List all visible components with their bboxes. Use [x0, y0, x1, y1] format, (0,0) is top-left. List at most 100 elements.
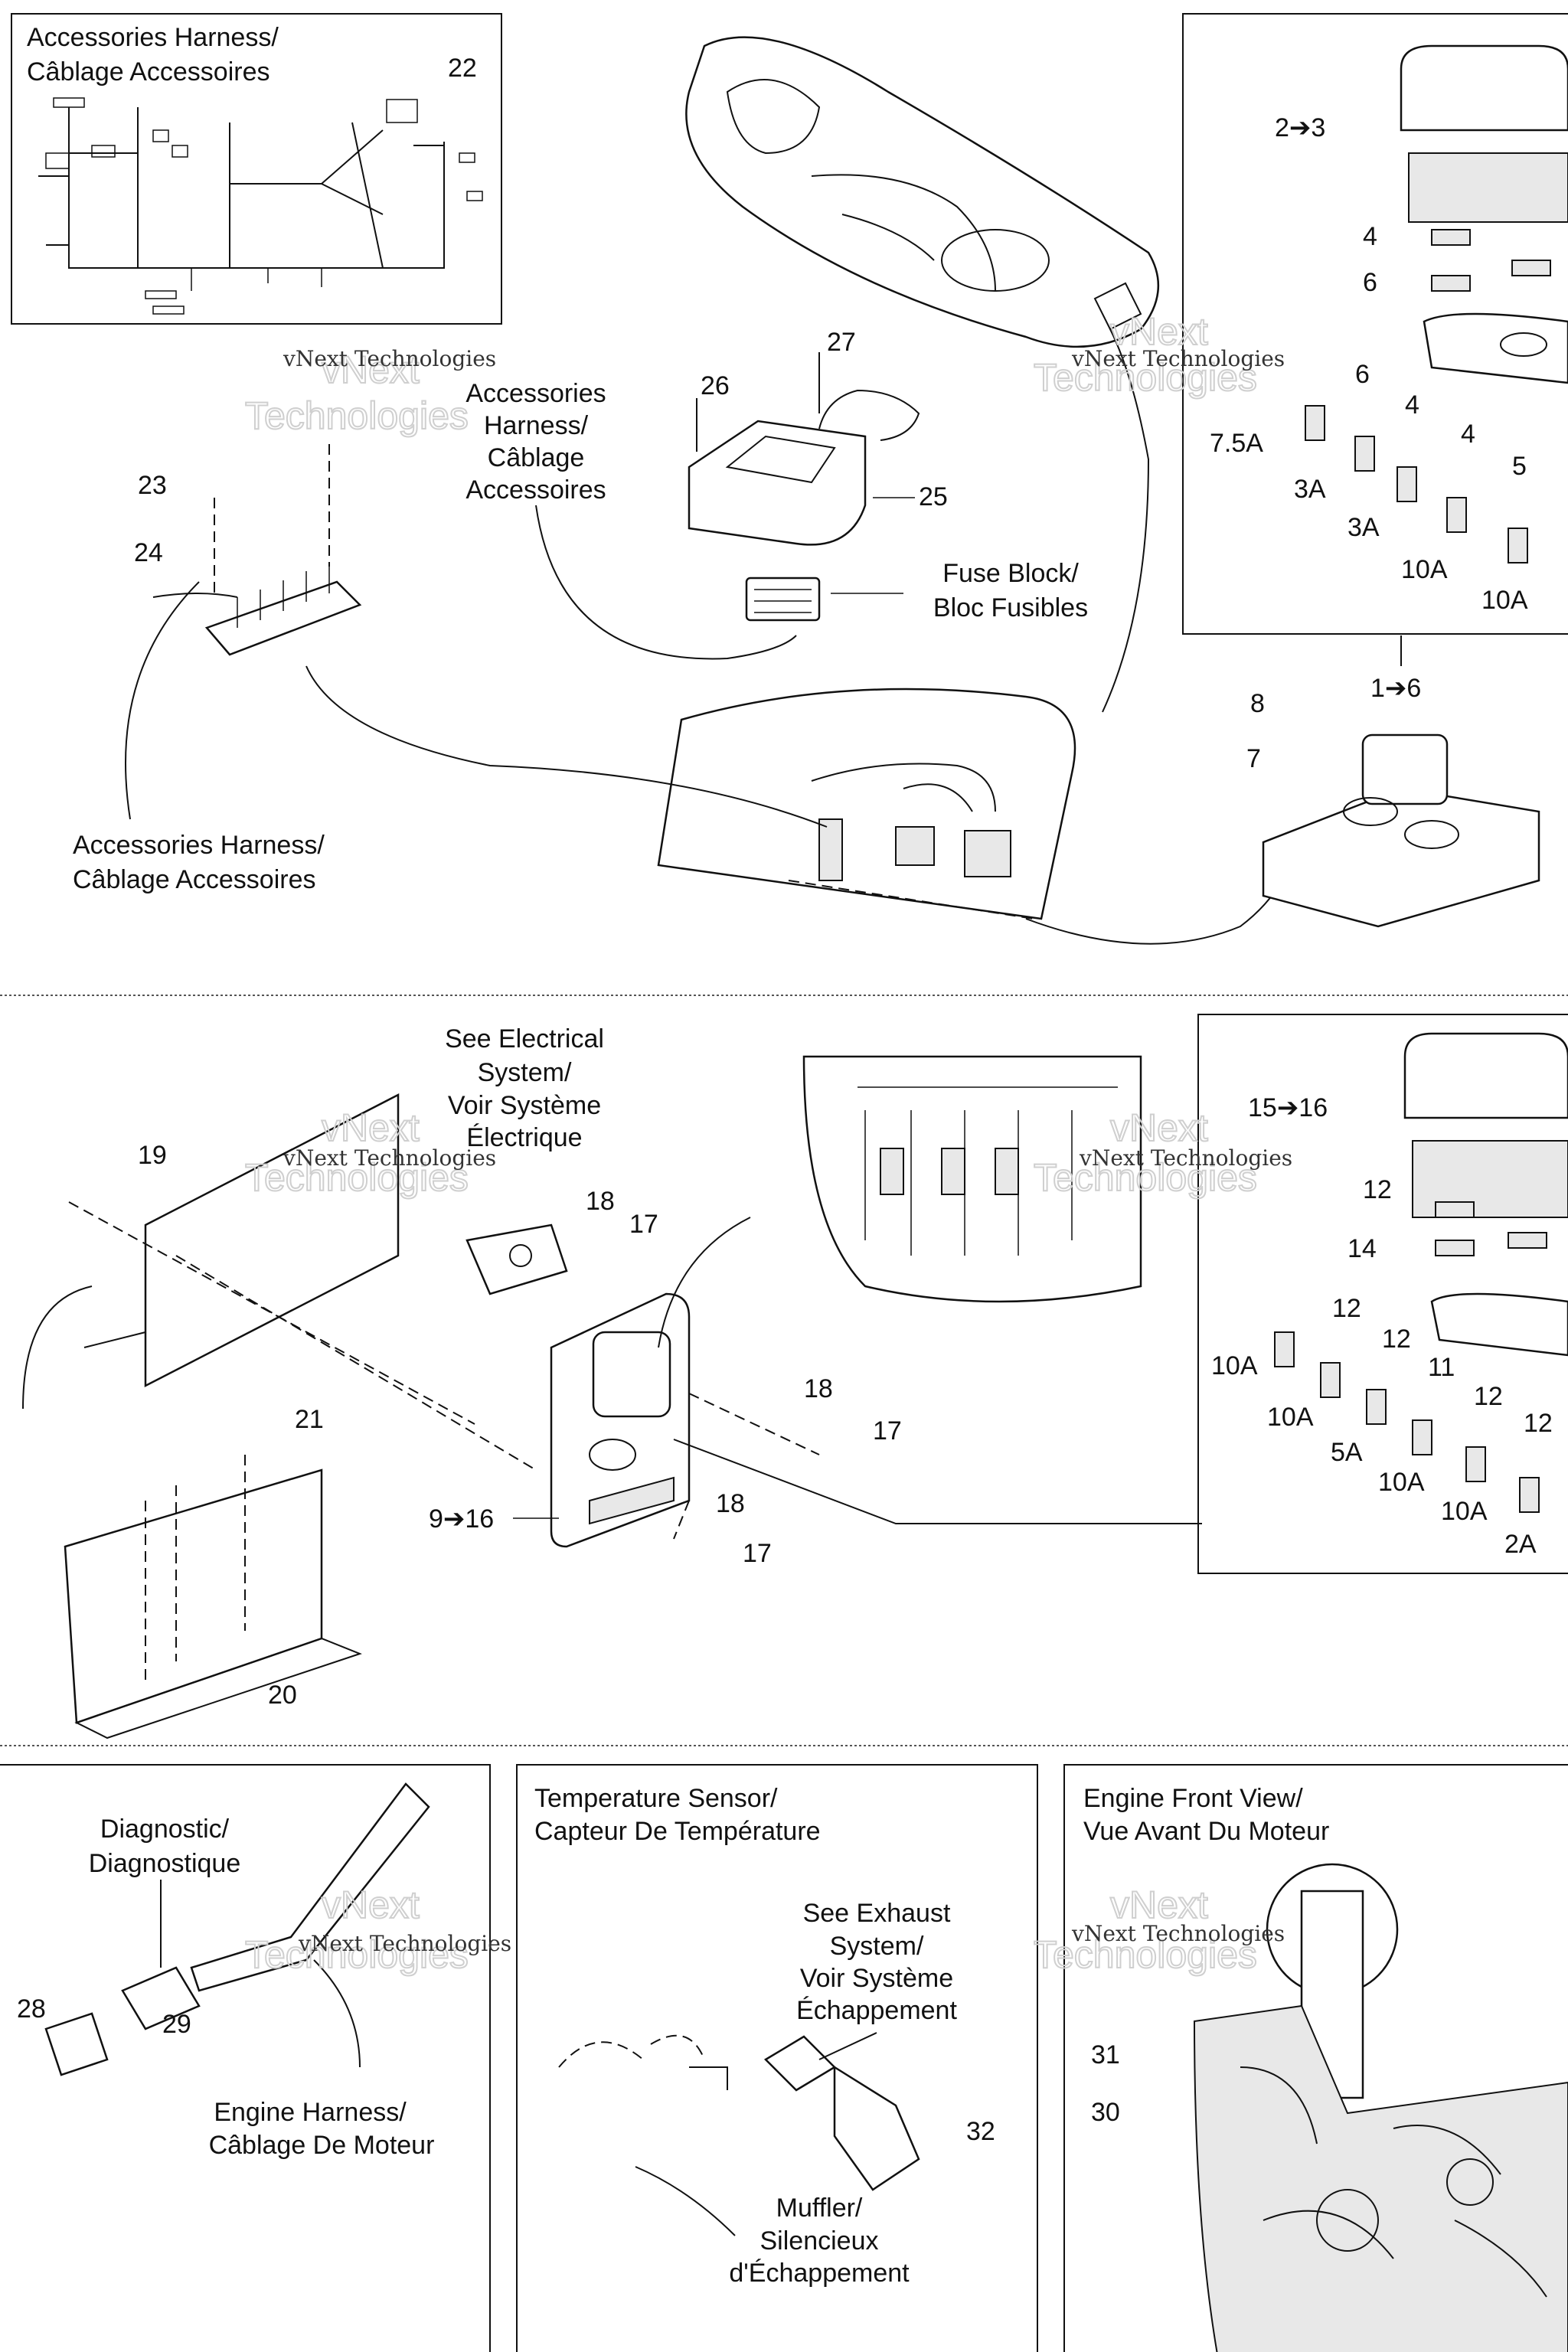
muffler-label-2: Silencieux — [760, 2226, 879, 2256]
callout-17b: 17 — [873, 1416, 902, 1446]
engine-front-box — [1063, 1764, 1568, 2352]
amp-b-2a: 2A — [1504, 1530, 1537, 1559]
exhaust-label-4: Échappement — [796, 1996, 957, 2025]
fuse-cover-drawing-1 — [1400, 44, 1568, 384]
exhaust-label-2: System/ — [830, 1932, 924, 1961]
amp-b-10a-4: 10A — [1441, 1497, 1488, 1526]
callout-14: 14 — [1348, 1234, 1377, 1263]
electrical-label-4: Électrique — [466, 1123, 582, 1152]
diagnostic-connector-drawing — [44, 1782, 430, 2076]
acc-harness-mid-label-3: Câblage — [488, 443, 585, 472]
svg-text:Technologies: Technologies — [245, 394, 469, 437]
callout-15-16: 15➔16 — [1248, 1093, 1328, 1122]
watermark-3: vNext Technologies vNext Technologies — [244, 1106, 496, 1200]
fuse-block-label-2: Bloc Fusibles — [933, 593, 1088, 622]
svg-text:Technologies: Technologies — [1034, 356, 1257, 399]
svg-text:vNext: vNext — [322, 1883, 420, 1926]
callout-28: 28 — [17, 1994, 46, 2024]
engine-harness-label-2: Câblage De Moteur — [209, 2131, 435, 2160]
engine-drawing — [1193, 1863, 1568, 2352]
svg-text:vNext Technologies: vNext Technologies — [1079, 1145, 1292, 1171]
electrical-label-1: See Electrical — [445, 1024, 604, 1054]
svg-text:vNext Technologies: vNext Technologies — [298, 1931, 511, 1956]
fuse-cover-drawing-2 — [1274, 1032, 1568, 1513]
callout-17c: 17 — [743, 1539, 772, 1568]
callout-11: 11 — [1428, 1353, 1455, 1382]
svg-text:vNext: vNext — [1110, 310, 1208, 353]
callout-32: 32 — [966, 2117, 995, 2146]
diagnostic-box — [0, 1764, 491, 2352]
svg-text:vNext: vNext — [1110, 1883, 1208, 1926]
callout-24: 24 — [134, 538, 163, 567]
hull-cutaway-drawing — [802, 1055, 1142, 1303]
svg-text:vNext Technologies: vNext Technologies — [283, 346, 496, 371]
callout-19: 19 — [138, 1141, 167, 1170]
callout-12c: 12 — [1382, 1325, 1411, 1354]
callout-23: 23 — [138, 471, 167, 500]
fuse-list-box-2 — [1197, 1014, 1568, 1574]
callout-30: 30 — [1091, 2098, 1120, 2127]
terminal-strip-drawing — [152, 444, 362, 656]
callout-20: 20 — [268, 1681, 297, 1710]
amp-3a-2: 3A — [1348, 513, 1380, 542]
callout-12a: 12 — [1363, 1175, 1392, 1204]
callout-5: 5 — [1512, 452, 1527, 481]
callout-17a: 17 — [629, 1210, 658, 1239]
callout-2-3: 2➔3 — [1275, 113, 1325, 142]
svg-text:Technologies: Technologies — [245, 1156, 469, 1199]
temp-sensor-box — [516, 1764, 1038, 2352]
amp-7-5a: 7.5A — [1210, 429, 1263, 458]
callout-4a: 4 — [1363, 222, 1377, 251]
hood-drawing — [685, 36, 1160, 348]
callout-9-16: 9➔16 — [429, 1504, 494, 1534]
callout-6b: 6 — [1355, 360, 1370, 389]
amp-10a-2: 10A — [1481, 586, 1528, 615]
callout-8: 8 — [1250, 689, 1265, 718]
watermark-6: vNext Technologies vNext Technologies — [1033, 1883, 1285, 1977]
callout-7: 7 — [1246, 744, 1261, 773]
fuse-box-drawing — [688, 352, 920, 622]
harness-drawing — [38, 97, 483, 315]
temp-sensor-label-2: Capteur De Température — [534, 1817, 821, 1846]
callout-12e: 12 — [1524, 1409, 1553, 1438]
acc-harness-mid-label-2: Harness/ — [484, 411, 589, 440]
temp-sensor-label-1: Temperature Sensor/ — [534, 1784, 778, 1813]
acc-harness-box-label-2: Câblage Accessoires — [27, 57, 270, 87]
callout-18c: 18 — [716, 1489, 745, 1518]
svg-text:vNext: vNext — [322, 1106, 420, 1149]
muffler-label-3: d'Échappement — [729, 2259, 910, 2288]
callout-26: 26 — [701, 371, 730, 400]
electrical-label-2: System/ — [478, 1058, 572, 1087]
fuse-list-box-1 — [1182, 13, 1568, 635]
callout-18a: 18 — [586, 1187, 615, 1216]
callout-4b: 4 — [1405, 390, 1419, 420]
callout-29: 29 — [162, 2010, 191, 2039]
watermark-4: vNext Technologies vNext Technologies — [1033, 1106, 1292, 1200]
muffler-label-1: Muffler/ — [776, 2194, 863, 2223]
electrical-label-3: Voir Système — [448, 1091, 601, 1120]
callout-4c: 4 — [1461, 420, 1475, 449]
svg-text:Technologies: Technologies — [1034, 1156, 1257, 1199]
svg-text:Technologies: Technologies — [1034, 1933, 1257, 1976]
console-drawing — [125, 328, 1287, 945]
angle-bracket-drawing — [64, 1455, 362, 1740]
bracket-plate-drawing — [22, 1093, 568, 1471]
engine-front-label-1: Engine Front View/ — [1083, 1784, 1303, 1813]
acc-harness-bottom-label-1: Accessories Harness/ — [73, 831, 325, 860]
callout-31: 31 — [1091, 2040, 1120, 2069]
acc-harness-mid-label-4: Accessoires — [466, 475, 606, 505]
amp-b-10a-2: 10A — [1267, 1403, 1314, 1432]
engine-front-label-2: Vue Avant Du Moteur — [1083, 1817, 1329, 1846]
svg-text:vNext Technologies: vNext Technologies — [1071, 346, 1285, 371]
callout-18b: 18 — [804, 1374, 833, 1403]
svg-text:vNext Technologies: vNext Technologies — [283, 1145, 496, 1171]
callout-12b: 12 — [1332, 1294, 1361, 1323]
callout-25: 25 — [919, 482, 948, 511]
svg-text:Technologies: Technologies — [245, 1933, 469, 1976]
acc-harness-bottom-label-2: Câblage Accessoires — [73, 865, 316, 894]
acc-harness-box-label-1: Accessories Harness/ — [27, 23, 279, 52]
callout-1-6: 1➔6 — [1370, 674, 1421, 703]
diagnostic-label-1: Diagnostic/ — [100, 1815, 230, 1844]
callout-27: 27 — [827, 328, 856, 357]
